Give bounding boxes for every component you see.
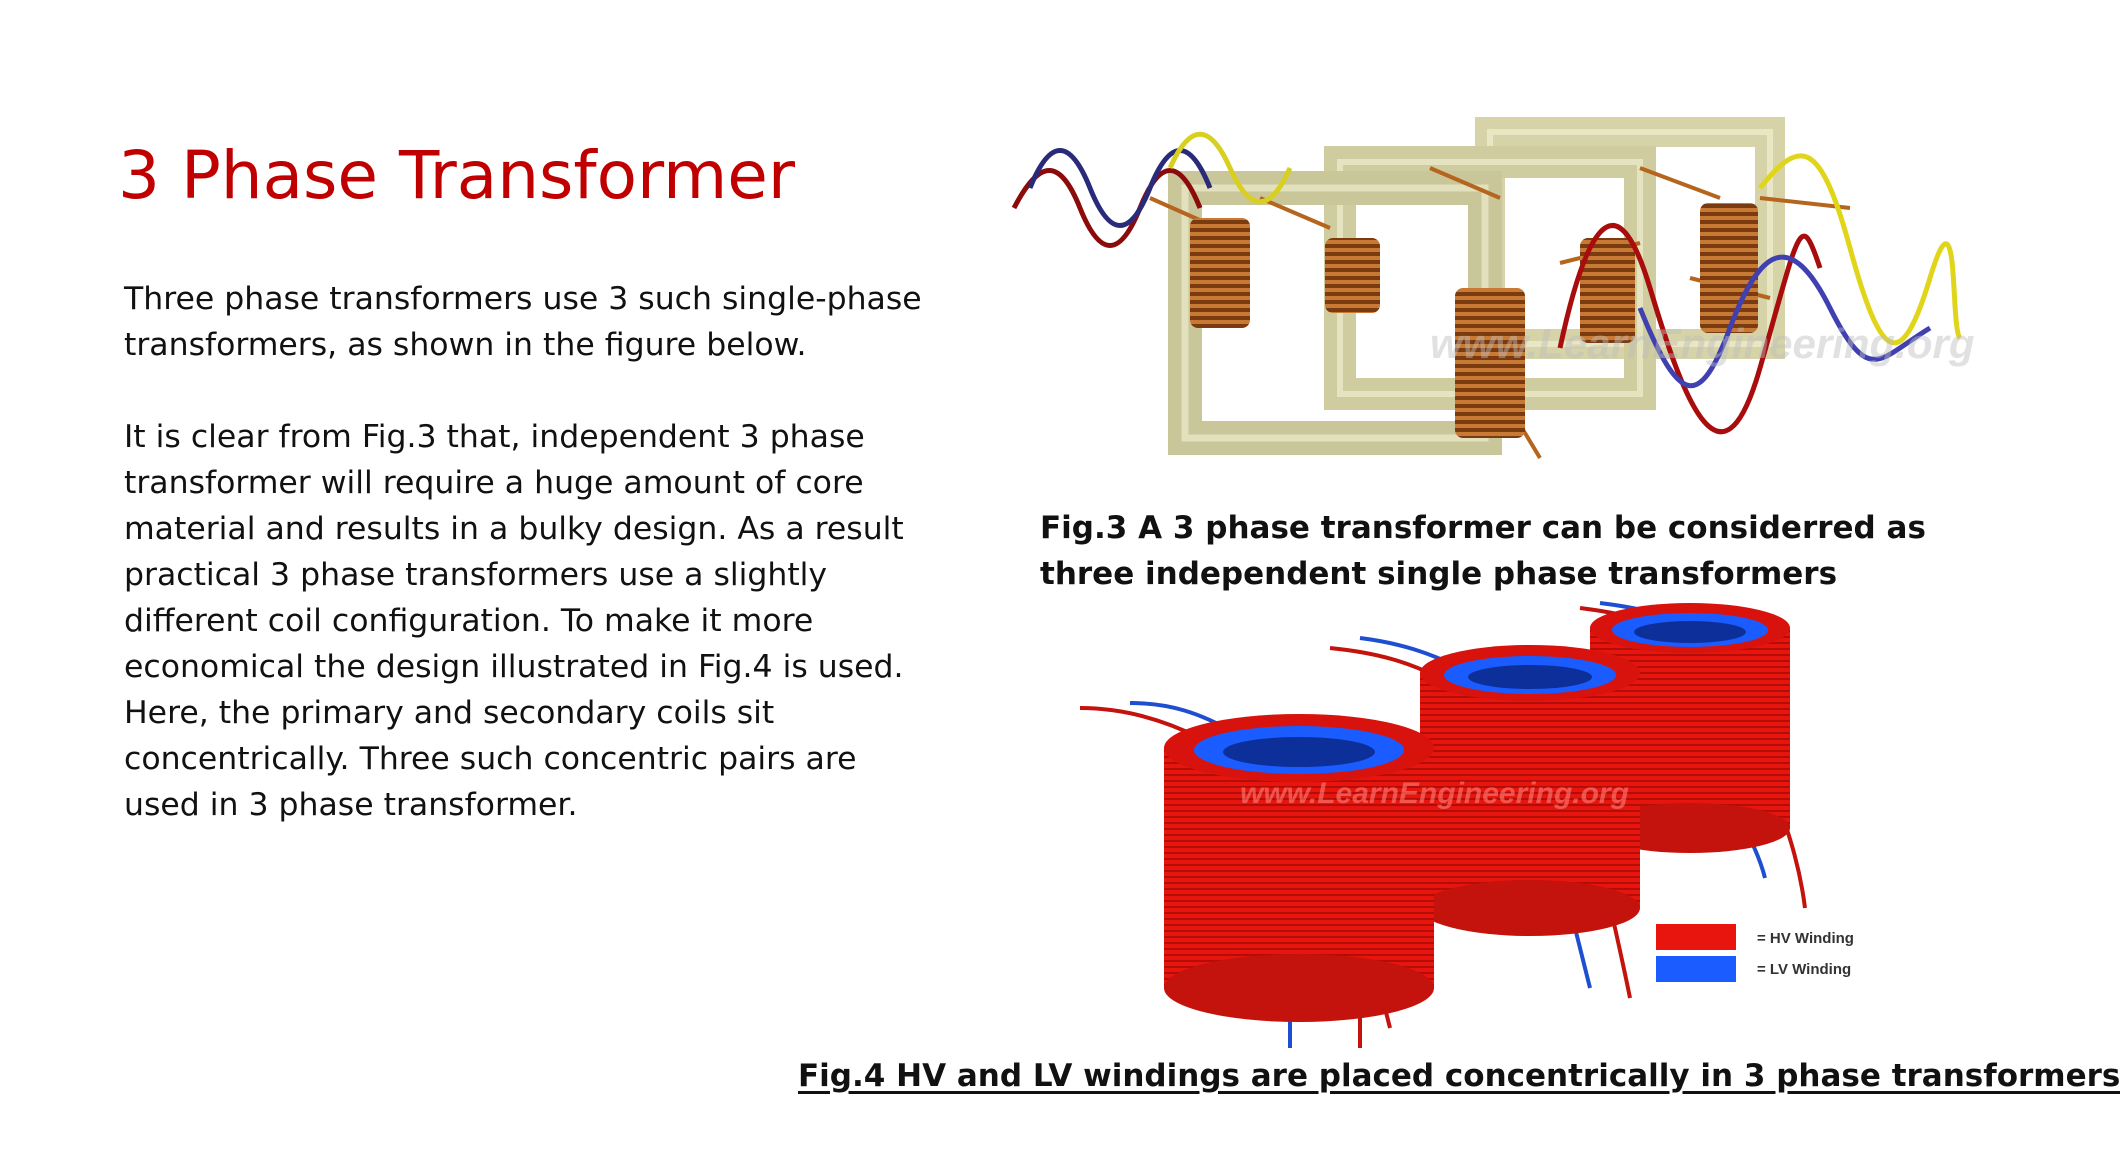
phase-waves: [1011, 132, 1963, 434]
fig4-caption: Fig.4 HV and LV windings are placed conc…: [798, 1058, 2120, 1094]
slide-body: Three phase transformers use 3 such sing…: [124, 276, 924, 874]
slide: 3 Phase Transformer Three phase transfor…: [118, 117, 2120, 1094]
winding-set-2: [1420, 645, 1640, 936]
fig4-watermark: www.LearnEngineering.org: [1240, 777, 1629, 810]
three-single-phase-transformers-image: www.LearnEngineering.org: [1011, 117, 1975, 460]
paragraph-intro: Three phase transformers use 3 such sing…: [124, 281, 922, 363]
legend-hv-label: = HV Winding: [1757, 930, 1854, 947]
fig3-caption: Fig.3 A 3 phase transformer can be consi…: [1040, 510, 1926, 592]
winding-legend: = HV Winding = LV Winding: [1656, 924, 1854, 982]
slide-title: 3 Phase Transformer: [118, 137, 796, 214]
concentric-windings-image: www.LearnEngineering.org = HV Winding = …: [1079, 601, 1854, 1048]
fig3-illustration: www.LearnEngineering.org: [1000, 117, 1975, 500]
winding-set-1: [1164, 714, 1434, 1022]
legend-lv-label: = LV Winding: [1757, 961, 1851, 978]
paragraph-explanation: It is clear from Fig.3 that, independent…: [124, 419, 904, 823]
legend-lv-swatch: [1656, 956, 1736, 982]
fig4-illustration: www.LearnEngineering.org = HV Winding = …: [1060, 601, 1930, 1048]
legend-hv-swatch: [1656, 924, 1736, 950]
fig3-watermark: www.LearnEngineering.org: [1430, 320, 1975, 367]
